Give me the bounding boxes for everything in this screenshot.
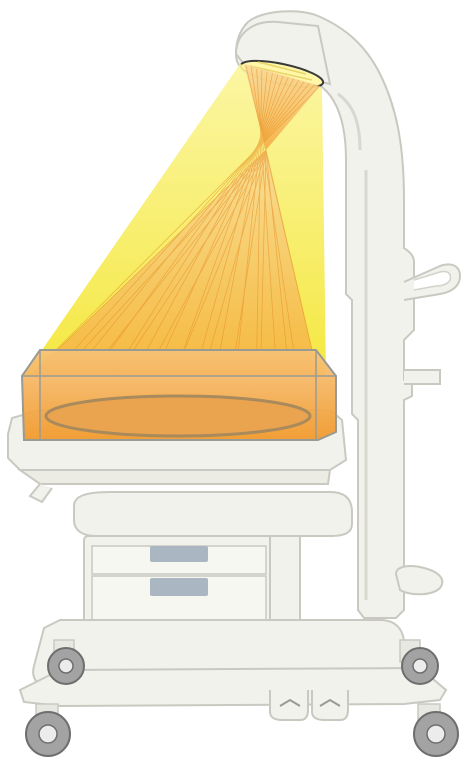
drawer-handle-top	[150, 546, 208, 562]
caster-wheel-icon	[400, 640, 438, 684]
foot-pedal-right	[312, 690, 348, 720]
mattress	[46, 396, 310, 436]
caster-wheel-icon	[414, 704, 458, 756]
bed-platform	[8, 350, 346, 502]
drawer-handle-bottom	[150, 578, 208, 596]
foot-pedal-left	[270, 690, 308, 720]
caster-wheel-icon	[26, 704, 70, 756]
